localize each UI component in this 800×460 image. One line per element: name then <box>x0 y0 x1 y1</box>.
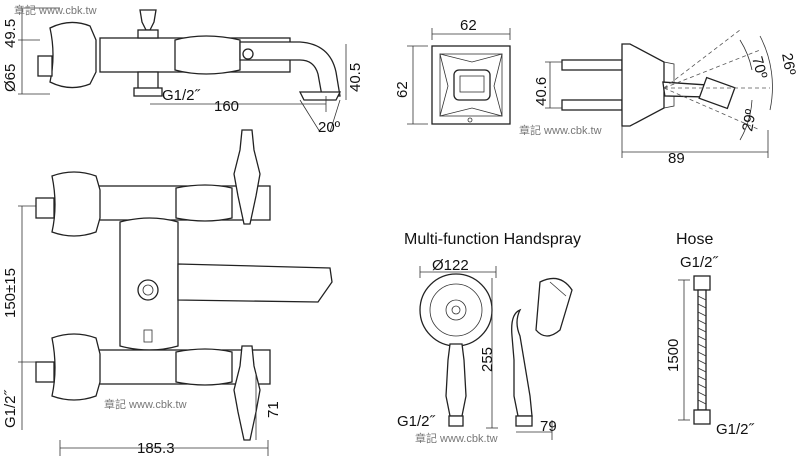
dim-hose-length: 1500 <box>665 339 682 372</box>
watermark-top: 章記 www.cbk.tw <box>14 3 97 17</box>
dim-spout-angle: 20º <box>318 119 341 136</box>
side-view: 40.6 26º 70º 29º 89 <box>533 29 799 167</box>
dim-spout-height: 40.5 <box>347 63 364 92</box>
dim-side-height: 40.6 <box>533 77 550 106</box>
handspray-title: Multi-function Handspray <box>404 231 581 248</box>
watermark-side: 章記 www.cbk.tw <box>519 123 602 137</box>
dim-front-thread: G1/2˝ <box>2 389 19 428</box>
dim-handspray-thread: G1/2˝ <box>397 413 436 430</box>
top-view: 49.5 Ø65 G1/2˝ 160 40.5 20º <box>2 7 364 136</box>
front-view: 150±15 G1/2˝ 185.3 71 <box>2 129 333 457</box>
dim-angle-70: 70º <box>748 55 770 81</box>
dim-handspray-depth: 79 <box>540 418 557 435</box>
watermark-front: 章記 www.cbk.tw <box>104 397 187 411</box>
handspray-view: Multi-function Handspray Ø122 255 G1/2˝ … <box>397 231 581 440</box>
dim-plate-height: 62 <box>394 81 411 98</box>
watermark-handspray: 章記 www.cbk.tw <box>415 431 498 445</box>
dim-handspray-length: 255 <box>479 347 496 372</box>
dim-top-height: 49.5 <box>2 19 19 48</box>
hose-view: Hose G1/2˝ 1500 G1/2˝ <box>665 231 755 438</box>
hose-title: Hose <box>676 231 713 248</box>
dim-top-thread: G1/2˝ <box>162 87 201 104</box>
dim-hose-thread-bottom: G1/2˝ <box>716 421 755 438</box>
dim-front-width: 185.3 <box>137 440 175 457</box>
dim-hose-thread-top: G1/2˝ <box>680 254 719 271</box>
dim-front-handle: 71 <box>265 401 282 418</box>
plate-view: 62 62 <box>394 17 511 125</box>
dim-center-distance: 150±15 <box>2 268 19 318</box>
dim-top-diameter: Ø65 <box>2 64 19 92</box>
dim-handspray-diameter: Ø122 <box>432 257 469 274</box>
dim-spout-length: 160 <box>214 98 239 115</box>
dim-plate-width: 62 <box>460 17 477 34</box>
dim-angle-29: 29º <box>739 107 760 132</box>
dim-angle-26: 26º <box>778 52 799 77</box>
dim-side-depth: 89 <box>668 150 685 167</box>
